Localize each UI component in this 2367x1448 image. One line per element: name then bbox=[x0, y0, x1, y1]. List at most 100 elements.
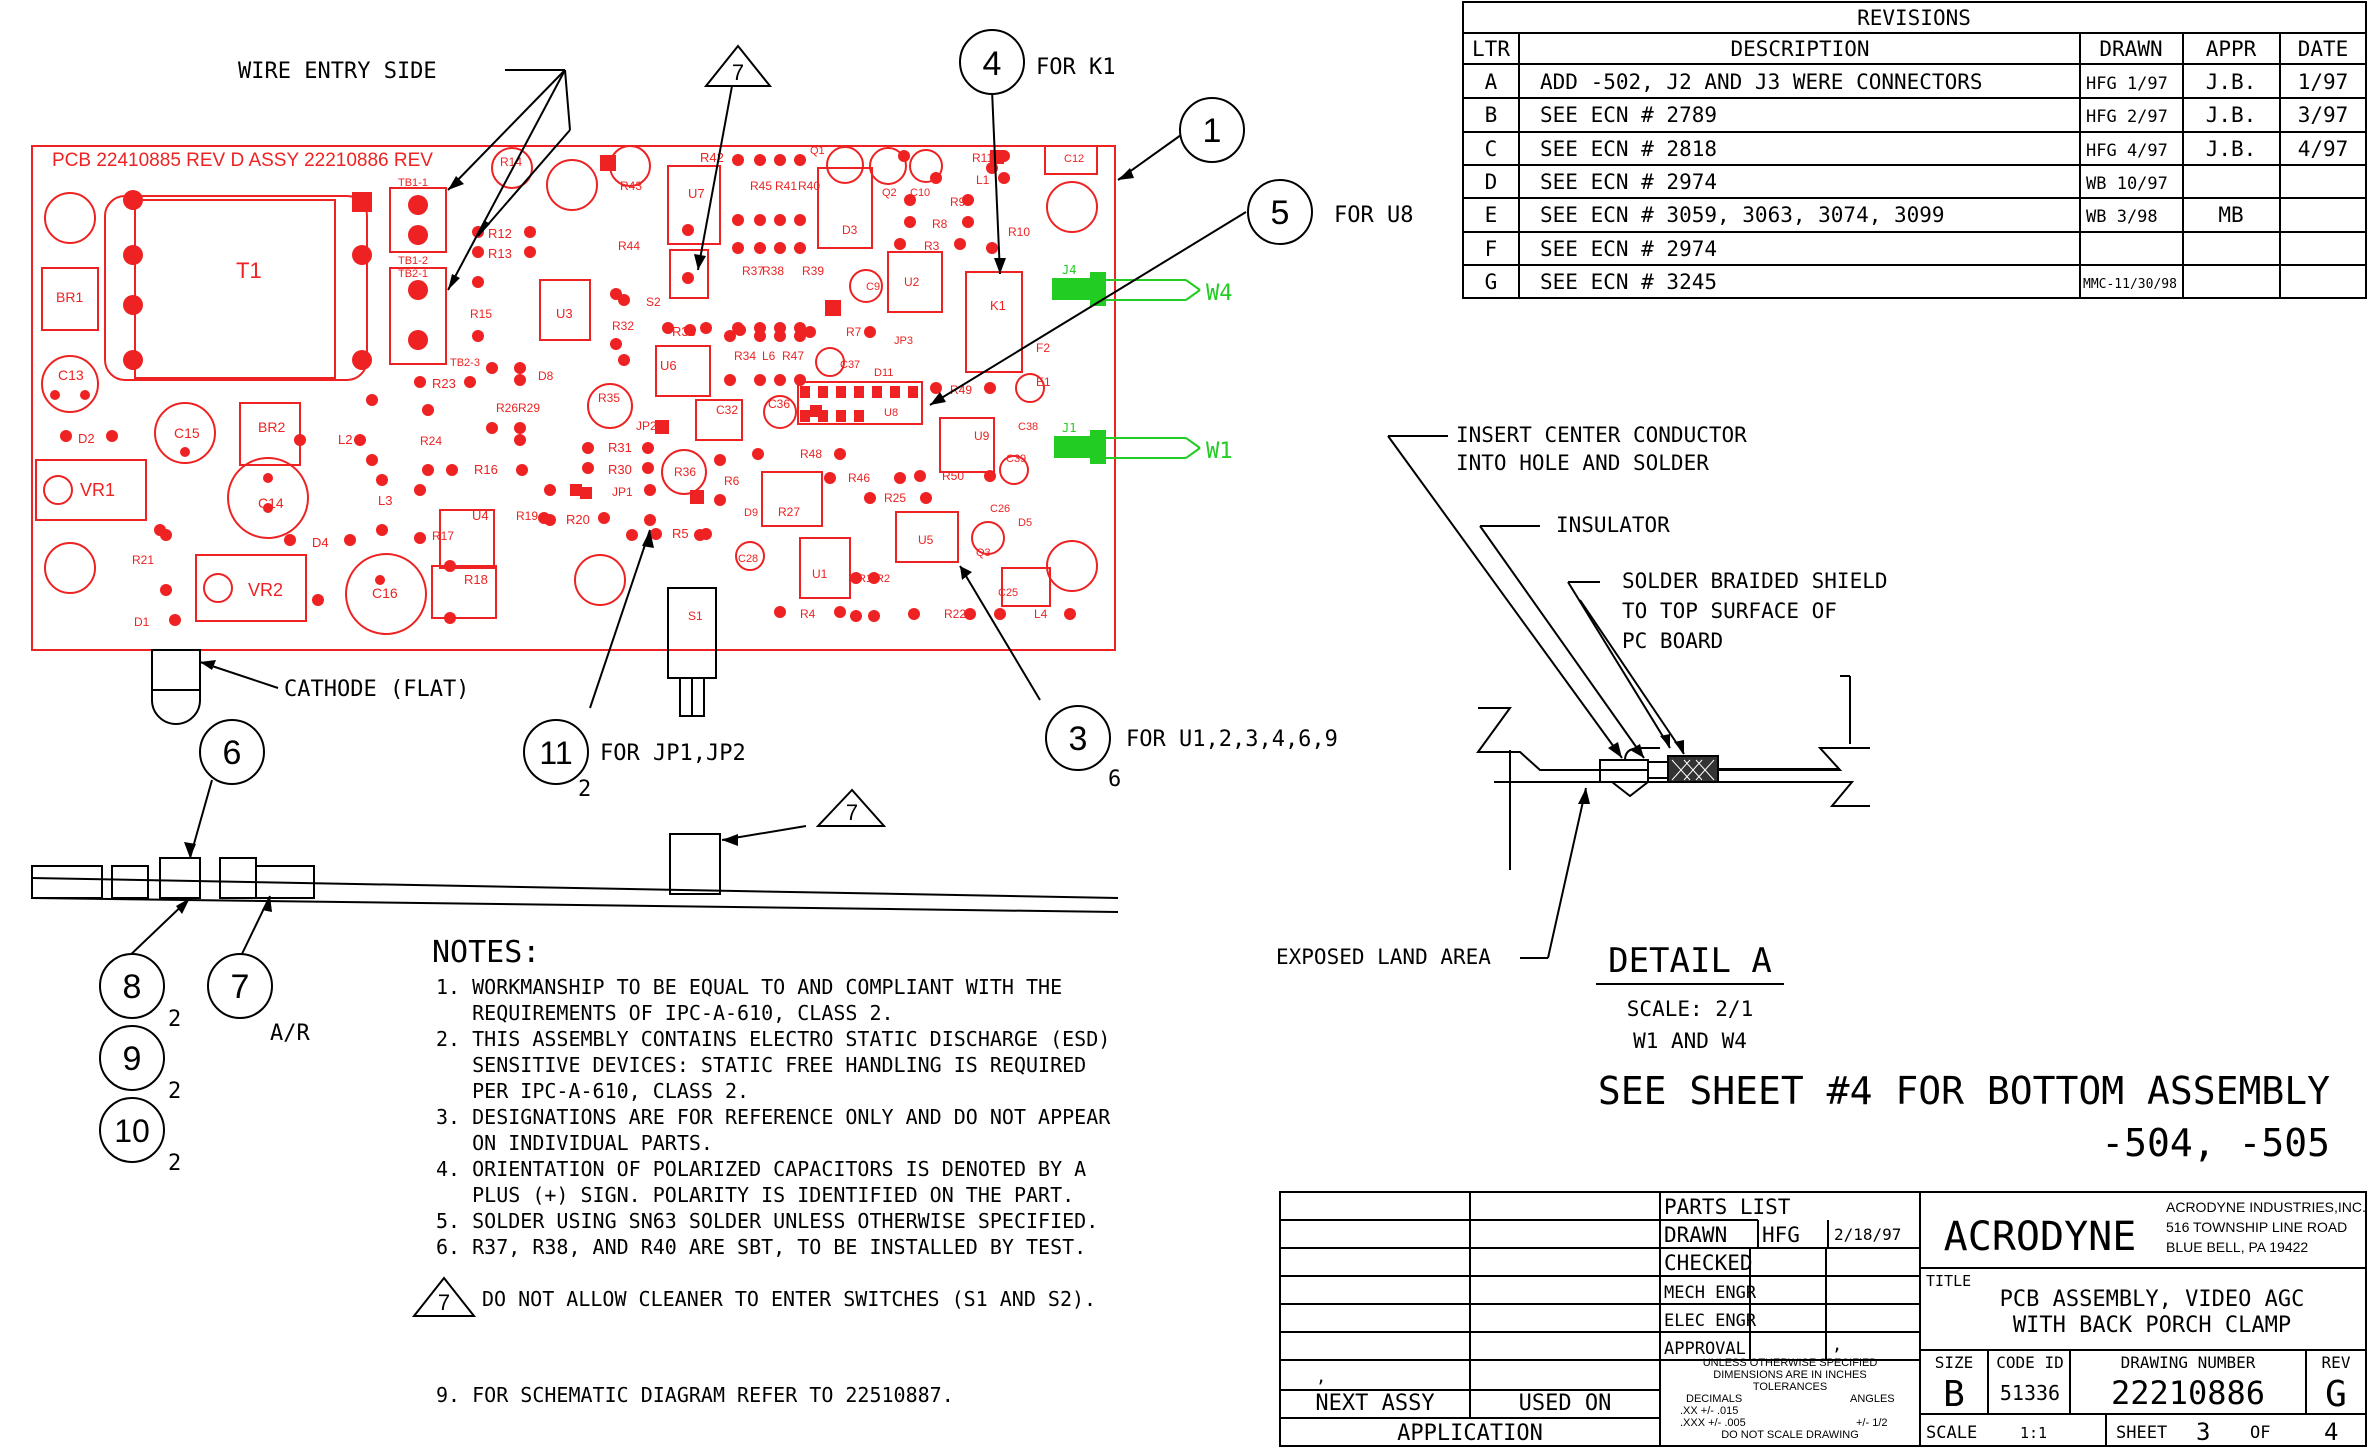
note-line-8: 4. ORIENTATION OF POLARIZED CAPACITORS I… bbox=[436, 1157, 1086, 1181]
rev-d-drawn: WB 10/97 bbox=[2086, 174, 2168, 194]
tb-drawn-label: DRAWN bbox=[1664, 1223, 1727, 1247]
rev-header-date: DATE bbox=[2298, 37, 2349, 61]
ref-r48: R48 bbox=[800, 447, 822, 461]
ref-r8: R8 bbox=[932, 217, 948, 231]
ref-c37: C37 bbox=[840, 359, 860, 371]
tb-tol-4: DECIMALS bbox=[1686, 1393, 1742, 1405]
ref-d11: D11 bbox=[874, 367, 893, 379]
rev-e-desc: SEE ECN # 3059, 3063, 3074, 3099 bbox=[1540, 203, 1945, 227]
qty-10: 2 bbox=[168, 1151, 181, 1176]
ref-c36: C36 bbox=[768, 397, 790, 411]
ref-r29: R29 bbox=[518, 401, 540, 415]
tb-title-2: WITH BACK PORCH CLAMP bbox=[2013, 1313, 2291, 1338]
rev-c-appr: J.B. bbox=[2206, 137, 2257, 161]
tb-of: 4 bbox=[2324, 1418, 2338, 1446]
ref-l2: L2 bbox=[338, 432, 352, 447]
ref-r17: R17 bbox=[432, 529, 454, 543]
see-sheet-line1: SEE SHEET #4 FOR BOTTOM ASSEMBLY bbox=[1598, 1069, 2330, 1113]
note-line-1: 1. WORKMANSHIP TO BE EQUAL TO AND COMPLI… bbox=[436, 975, 1062, 999]
rev-header-drawn: DRAWN bbox=[2099, 37, 2162, 61]
ref-jp2: JP2 bbox=[636, 419, 657, 433]
tb-rev-label: REV bbox=[2322, 1353, 2351, 1372]
qty-11: 2 bbox=[578, 777, 591, 802]
led-d1 bbox=[151, 649, 201, 725]
tb-dwg-label: DRAWING NUMBER bbox=[2121, 1353, 2256, 1372]
callout-for-u: FOR U1,2,3,4,6,9 bbox=[1126, 727, 1338, 752]
tb-tol-8: +/- 1/2 bbox=[1856, 1417, 1888, 1429]
ref-tb23: TB2-3 bbox=[450, 357, 480, 369]
ref-c38: C38 bbox=[1018, 421, 1038, 433]
ref-r50: R50 bbox=[942, 469, 964, 483]
note-line-4: SENSITIVE DEVICES: STATIC FREE HANDLING … bbox=[436, 1053, 1086, 1077]
ref-r41: R41 bbox=[775, 179, 797, 193]
ref-t1: T1 bbox=[236, 258, 262, 283]
ref-r49: R49 bbox=[950, 383, 972, 397]
detail-exposed: EXPOSED LAND AREA bbox=[1276, 945, 1491, 969]
ref-c12: C12 bbox=[1064, 153, 1084, 165]
balloon-7-side: 7 bbox=[231, 968, 250, 1006]
insulator bbox=[1647, 761, 1669, 779]
ref-f2: F2 bbox=[1036, 341, 1050, 355]
ref-r2: R2 bbox=[876, 573, 890, 585]
ref-q3: Q3 bbox=[976, 547, 991, 559]
ref-r27: R27 bbox=[778, 505, 800, 519]
ref-d3: D3 bbox=[842, 223, 858, 237]
u8-strip bbox=[800, 386, 918, 422]
note-line-11: 6. R37, R38, AND R40 ARE SBT, TO BE INST… bbox=[436, 1235, 1086, 1259]
ref-r32: R32 bbox=[612, 319, 634, 333]
ref-l3: L3 bbox=[378, 493, 392, 508]
rev-c-ltr: C bbox=[1485, 137, 1498, 161]
tb-tol-2: DIMENSIONS ARE IN INCHES bbox=[1713, 1369, 1866, 1381]
tb-approval: APPROVAL bbox=[1664, 1339, 1746, 1359]
ref-r25: R25 bbox=[884, 491, 906, 505]
ref-r10: R10 bbox=[1008, 225, 1030, 239]
ref-r4: R4 bbox=[800, 607, 816, 621]
ref-r30: R30 bbox=[608, 462, 632, 477]
note-7: DO NOT ALLOW CLEANER TO ENTER SWITCHES (… bbox=[482, 1287, 1096, 1311]
ref-r7: R7 bbox=[846, 325, 862, 339]
ref-r9: R9 bbox=[950, 195, 966, 209]
tb-drawn-date: 2/18/97 bbox=[1834, 1225, 1901, 1244]
ref-r19: R19 bbox=[516, 509, 538, 523]
revisions-title: REVISIONS bbox=[1857, 6, 1971, 30]
ref-d9: D9 bbox=[744, 507, 758, 519]
detail-insert-2: INTO HOLE AND SOLDER bbox=[1456, 451, 1709, 475]
note-line-6: 3. DESIGNATIONS ARE FOR REFERENCE ONLY A… bbox=[436, 1105, 1111, 1129]
ref-r39: R39 bbox=[802, 264, 824, 278]
ref-k1: K1 bbox=[990, 298, 1006, 313]
ref-u7: U7 bbox=[688, 186, 705, 201]
detail-items: W1 AND W4 bbox=[1633, 1029, 1747, 1053]
balloon-9: 9 bbox=[123, 1040, 142, 1078]
ref-u2: U2 bbox=[904, 275, 920, 289]
jumper-j1 bbox=[1054, 430, 1201, 464]
ref-r40a: R40 bbox=[798, 179, 820, 193]
detail-shield-1: SOLDER BRAIDED SHIELD bbox=[1622, 569, 1888, 593]
ref-r22: R22 bbox=[944, 607, 966, 621]
tb-checked: CHECKED bbox=[1664, 1251, 1753, 1275]
ref-r34: R34 bbox=[734, 349, 756, 363]
ref-r5: R5 bbox=[672, 526, 689, 541]
ref-d1: D1 bbox=[134, 615, 150, 629]
ref-c28: C28 bbox=[738, 553, 758, 565]
ref-c9: C9 bbox=[866, 281, 880, 293]
rev-b-appr: J.B. bbox=[2206, 103, 2257, 127]
label-w1: W1 bbox=[1206, 439, 1233, 464]
ref-jp3: JP3 bbox=[894, 335, 913, 347]
tb-comma-1: , bbox=[1832, 1335, 1842, 1355]
tb-comma-2: , bbox=[1316, 1367, 1326, 1387]
ref-c10: C10 bbox=[910, 187, 930, 199]
rev-header-desc: DESCRIPTION bbox=[1730, 37, 1869, 61]
note-9: 9. FOR SCHEMATIC DIAGRAM REFER TO 225108… bbox=[436, 1383, 954, 1407]
detail-title: DETAIL A bbox=[1608, 941, 1772, 981]
triangle-7-top: 7 bbox=[732, 60, 744, 85]
ref-c15: C15 bbox=[174, 425, 200, 441]
switch-s1 bbox=[667, 587, 717, 717]
callout-lines bbox=[31, 69, 1247, 961]
ref-r36: R36 bbox=[674, 465, 696, 479]
braided-shield-pattern bbox=[1671, 759, 1715, 781]
ref-r13: R13 bbox=[488, 246, 512, 261]
callout-cathode: CATHODE (FLAT) bbox=[284, 677, 469, 702]
pcb-resistor-pads bbox=[60, 150, 1076, 624]
ref-br2: BR2 bbox=[258, 419, 285, 435]
